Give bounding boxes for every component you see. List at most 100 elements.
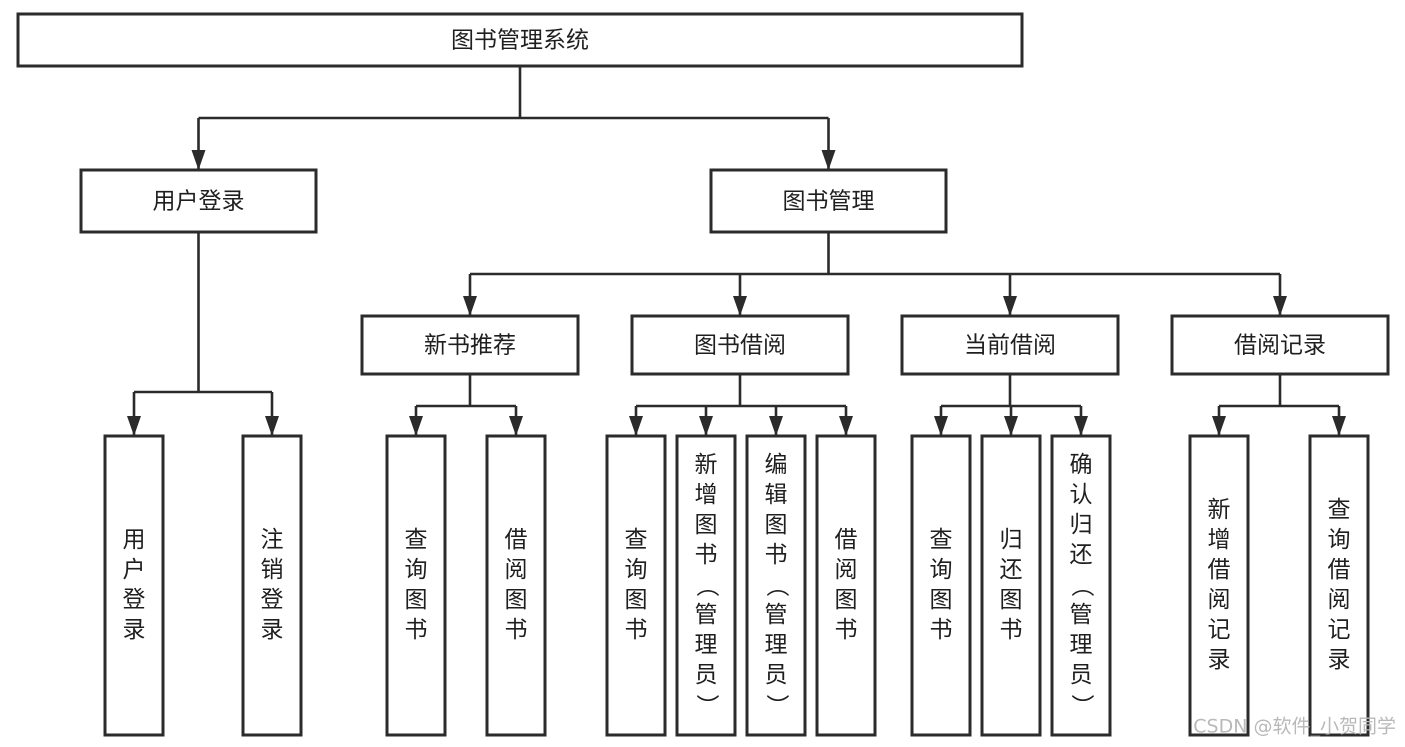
node-box-current-borrow[interactable] [900,314,1120,376]
node-borrow-records[interactable]: 借阅记录 [1170,314,1390,376]
node-box-leaf-logout[interactable] [241,434,303,737]
label-char: 阅 [1328,587,1351,613]
node-label-current-borrow: 当前借阅 [964,333,1056,359]
node-book-manage[interactable]: 图书管理 [709,168,948,234]
label-char: 销 [261,557,284,583]
label-char: ） [764,694,790,717]
label-char: 登 [261,587,284,613]
node-box-book-manage[interactable] [709,168,948,234]
node-box-new-book-rec[interactable] [360,314,580,376]
node-box-leaf-borrow-book-rec[interactable] [485,434,547,737]
node-box-leaf-query-book-borrow[interactable] [605,434,667,737]
label-char: 图 [625,587,648,613]
label-char: 录 [261,617,284,643]
arrow-head-icon [769,416,783,436]
label-char: 书 [695,542,718,568]
node-layer: 图书管理系统用户登录图书管理新书推荐图书借阅当前借阅借阅记录用户登录注销登录查询… [16,12,1390,737]
label-char: 员 [695,662,718,688]
node-box-leaf-query-book-rec[interactable] [385,434,447,737]
label-char: 还 [1070,542,1093,568]
label-char: 录 [123,617,146,643]
arrow-head-icon [509,416,523,436]
node-label-book-borrow: 图书借阅 [694,333,786,359]
label-char: 确 [1070,452,1093,478]
node-user-login[interactable]: 用户登录 [79,168,318,234]
label-char: 还 [1000,557,1023,583]
csdn-watermark: CSDN @软件_小贺同学 [1193,716,1396,738]
node-box-leaf-user-login[interactable] [103,434,165,737]
arrow-head-icon [1003,296,1017,316]
arrow-head-icon [1273,296,1287,316]
label-char: 查 [930,527,953,553]
label-char: 录 [1208,647,1231,673]
label-char: 图 [930,587,953,613]
label-char: 归 [1070,512,1093,538]
label-char: 图 [505,587,528,613]
label-char: 图 [765,512,788,538]
node-box-leaf-borrow-book[interactable] [815,434,877,737]
arrow-head-icon [733,296,747,316]
label-char: 归 [1000,527,1023,553]
arrow-head-icon [463,296,477,316]
label-char: 阅 [1208,587,1231,613]
node-leaf-user-login[interactable]: 用户登录 [103,434,165,737]
label-char: 询 [1328,527,1351,553]
node-root[interactable]: 图书管理系统 [16,12,1024,68]
node-box-user-login[interactable] [79,168,318,234]
node-new-book-rec[interactable]: 新书推荐 [360,314,580,376]
label-char: 查 [405,527,428,553]
label-char: 理 [695,632,718,658]
arrow-head-icon [1332,416,1346,436]
label-char: 管 [695,602,718,628]
node-box-borrow-records[interactable] [1170,314,1390,376]
node-current-borrow[interactable]: 当前借阅 [900,314,1120,376]
label-char: 图 [835,587,858,613]
node-box-leaf-return-book[interactable] [980,434,1042,737]
node-label-book-manage: 图书管理 [783,189,875,215]
arrow-head-icon [191,150,206,170]
label-char: 阅 [835,557,858,583]
label-char: 记 [1208,617,1231,643]
node-box-root[interactable] [16,12,1024,68]
arrow-head-icon [839,416,853,436]
arrow-head-icon [265,416,279,436]
node-box-leaf-confirm-return[interactable] [1050,434,1112,737]
label-char: 理 [1070,632,1093,658]
node-box-leaf-add-book[interactable] [675,434,737,737]
node-label-borrow-records: 借阅记录 [1234,333,1326,359]
node-book-borrow[interactable]: 图书借阅 [630,314,850,376]
node-box-book-borrow[interactable] [630,314,850,376]
label-char: 图 [405,587,428,613]
label-char: 登 [123,587,146,613]
label-char: 书 [625,617,648,643]
label-char: 书 [505,617,528,643]
node-box-leaf-add-record[interactable] [1188,434,1250,737]
node-box-leaf-query-record[interactable] [1308,434,1370,737]
node-box-leaf-edit-book[interactable] [745,434,807,737]
arrow-head-icon [821,150,836,170]
edge-group-root [191,66,836,170]
edge-group-current-borrow [934,374,1088,436]
label-char: 阅 [505,557,528,583]
label-char: 管 [1070,602,1093,628]
arrow-head-icon [699,416,713,436]
node-box-leaf-query-book-current[interactable] [910,434,972,737]
